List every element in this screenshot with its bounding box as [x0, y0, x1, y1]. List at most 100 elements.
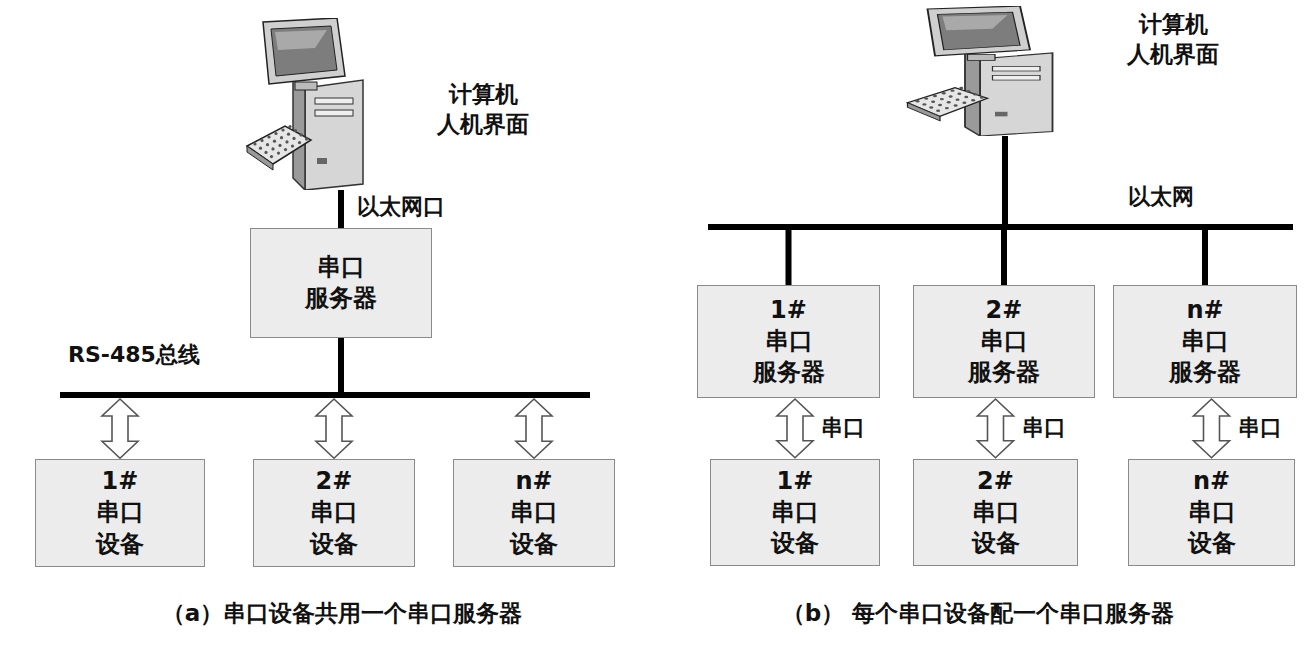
server-or-device-box: n#串口 设备 [453, 459, 615, 567]
bus-drop [341, 338, 534, 395]
server-or-device-box: n#串口 设备 [1128, 459, 1295, 567]
key [931, 101, 935, 103]
connector [789, 136, 1006, 285]
box-text: 串口 服务器 [305, 252, 377, 314]
key [253, 142, 256, 145]
server-or-device-box: 1#串口 设备 [35, 459, 205, 567]
box-text: n#串口 设备 [510, 466, 558, 560]
box-text: 2#串口 设备 [972, 466, 1020, 560]
computer-part [305, 80, 363, 190]
box-text: n#串口 设备 [1188, 466, 1236, 560]
key [281, 128, 284, 131]
server-or-device-box: 1#串口 设备 [710, 459, 880, 567]
computer-part [247, 146, 273, 170]
connector-label: 串口 [1238, 413, 1282, 443]
key [294, 129, 297, 132]
key [267, 135, 270, 138]
connector-label: 以太网口 [357, 192, 445, 222]
key [962, 102, 966, 104]
bus-label: RS-485总线 [68, 340, 200, 370]
box-text: 1#串口 设备 [96, 466, 144, 560]
figure-caption: （a）串口设备共用一个串口服务器 [162, 598, 523, 629]
computer-caption: 计算机 人机界面 [1127, 10, 1219, 70]
key [938, 104, 942, 106]
key [285, 140, 288, 143]
key [288, 125, 291, 128]
key [954, 104, 958, 106]
key [916, 100, 920, 102]
key [951, 89, 955, 91]
key [270, 155, 273, 158]
computer-part [315, 98, 353, 104]
key [966, 90, 970, 92]
connector [978, 399, 1014, 458]
connector [1194, 399, 1230, 458]
computer-icon [905, 6, 1055, 136]
server-or-device-box: 串口 服务器 [250, 228, 432, 338]
connector-label: 串口 [821, 413, 865, 443]
computer-node: 计算机 人机界面 [905, 6, 1055, 136]
computer-caption: 计算机 人机界面 [437, 80, 529, 140]
connector-label: 串口 [1022, 413, 1066, 443]
ethernet-cable [789, 136, 1006, 285]
ethernet-cable [1005, 136, 1205, 285]
key [947, 101, 951, 103]
key [940, 98, 944, 100]
key [922, 103, 926, 105]
key [291, 145, 294, 148]
key [945, 107, 949, 109]
computer-part [943, 15, 1008, 30]
box-text: n#串口 服务器 [1169, 295, 1241, 389]
key [959, 87, 963, 89]
server-or-device-box: 2#串口 设备 [913, 459, 1078, 567]
key [287, 133, 290, 136]
key [274, 132, 277, 135]
computer-part [980, 53, 1053, 136]
hollow-double-arrow [777, 399, 813, 458]
connector [341, 338, 552, 458]
key [924, 97, 928, 99]
box-text: 2#串口 服务器 [968, 295, 1040, 389]
key [980, 96, 984, 98]
computer-part [271, 26, 337, 76]
server-or-device-box: 2#串口 设备 [253, 459, 415, 567]
figure-caption: （b） 每个串口设备配一个串口服务器 [782, 598, 1174, 629]
key [942, 92, 946, 94]
connector [777, 399, 813, 458]
key [266, 143, 269, 146]
box-text: 1#串口 服务器 [753, 295, 825, 389]
computer-part [995, 112, 1008, 117]
computer-part [275, 30, 327, 50]
key [971, 99, 975, 101]
key [299, 133, 302, 136]
connector [341, 190, 342, 228]
key [259, 147, 262, 150]
key [936, 110, 940, 112]
hollow-double-arrow [516, 399, 552, 458]
key [264, 151, 267, 154]
key [949, 95, 953, 97]
computer-part [928, 6, 1031, 56]
computer-part [993, 66, 1041, 71]
box-text: 1#串口 设备 [771, 466, 819, 560]
hollow-double-arrow [978, 399, 1014, 458]
hollow-double-arrow [102, 399, 138, 458]
key [964, 96, 968, 98]
computer-part [317, 158, 327, 164]
ethernet-cable [338, 190, 344, 228]
key [305, 138, 308, 141]
key [292, 137, 295, 140]
computer-part [315, 110, 353, 116]
hollow-double-arrow [316, 399, 352, 458]
server-or-device-box: 1#串口 服务器 [697, 285, 880, 398]
computer-part [993, 76, 1041, 81]
hollow-double-arrow [1194, 399, 1230, 458]
computer-part [938, 12, 1021, 50]
computer-part [263, 18, 345, 84]
key [260, 139, 263, 142]
key [957, 93, 961, 95]
connector [1005, 136, 1205, 285]
computer-part [908, 103, 941, 121]
computer-part [968, 54, 996, 60]
server-or-device-box: 2#串口 服务器 [913, 285, 1095, 398]
